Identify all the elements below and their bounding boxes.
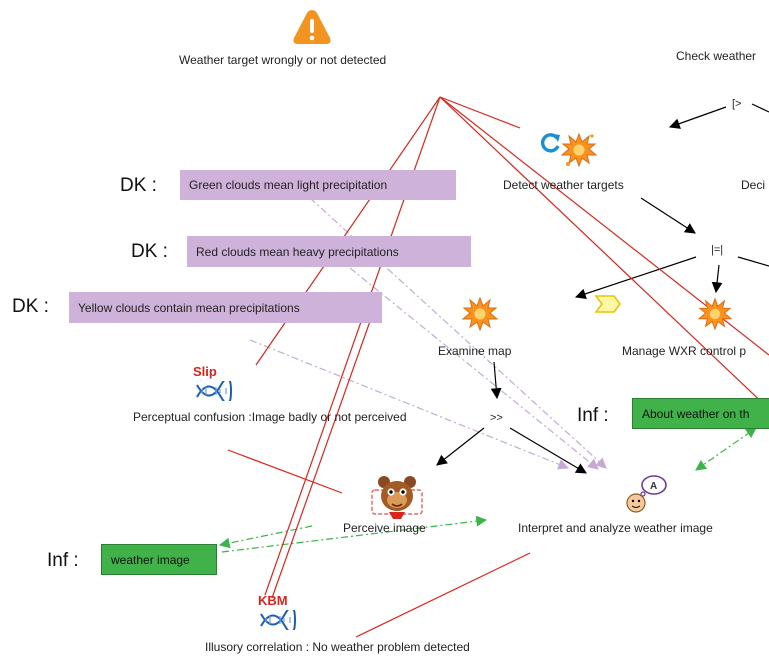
error-link: [227, 449, 343, 494]
dk-green-clouds: Green clouds mean light precipitation: [180, 170, 456, 200]
error-link: [439, 96, 521, 129]
task-examine-map[interactable]: Examine map: [438, 344, 512, 358]
kbm-error-label: Illusory correlation : No weather proble…: [205, 640, 470, 654]
refresh-icon: [541, 133, 560, 153]
warning-icon: [293, 10, 331, 44]
information-link: [221, 515, 488, 553]
error-link: [271, 292, 381, 599]
inf-prefix: Inf :: [47, 550, 79, 571]
task-detect-weather-targets[interactable]: Detect weather targets: [503, 178, 624, 192]
task-interpret-analyze[interactable]: Interpret and analyze weather image: [518, 521, 713, 535]
splat-task-icon: [697, 297, 733, 331]
svg-text:A: A: [650, 481, 657, 492]
flow-link: [711, 264, 723, 294]
cognitive-task-icon: A: [626, 475, 667, 513]
splat-task-icon: [560, 132, 598, 168]
inf-prefix: Inf :: [577, 405, 609, 426]
flow-link: [509, 427, 587, 474]
knowledge-link: [349, 267, 599, 470]
flow-link: [668, 106, 727, 129]
task-decide[interactable]: Deci: [741, 178, 766, 192]
inf-weather-image: weather image: [101, 544, 217, 575]
kbm-tag: KBM: [258, 593, 288, 608]
knowledge-link: [249, 339, 570, 470]
abstract-task-icon: [594, 295, 621, 313]
interleave-operator: |=|: [711, 244, 724, 256]
error-link: [355, 552, 531, 638]
sequence-operator: >>: [490, 412, 503, 424]
enable-operator: [>: [732, 98, 742, 110]
error-link: [255, 96, 441, 366]
flow-link: [574, 256, 697, 300]
information-link: [695, 427, 757, 471]
flow-link: [436, 427, 485, 466]
dk-prefix: DK :: [131, 241, 168, 262]
flow-link: [751, 103, 769, 113]
flow-link: [490, 361, 502, 400]
error-links: [227, 96, 769, 638]
task-check-weather[interactable]: Check weather: [676, 49, 757, 63]
splat-task-icon: [461, 296, 499, 332]
task-perceive-image[interactable]: Perceive image: [343, 521, 426, 535]
flow-links: [436, 103, 769, 474]
dna-icon: [196, 381, 232, 401]
dk-red-clouds: Red clouds mean heavy precipitations: [187, 236, 471, 267]
warning-label: Weather target wrongly or not detected: [179, 53, 387, 67]
task-manage-wxr[interactable]: Manage WXR control p: [622, 344, 747, 358]
dk-prefix: DK :: [12, 296, 49, 317]
information-link: [218, 525, 313, 549]
flow-link: [640, 197, 696, 234]
dna-icon: [260, 610, 296, 630]
slip-tag: Slip: [193, 364, 217, 379]
flow-link: [737, 256, 769, 267]
dk-prefix: DK :: [120, 175, 157, 196]
user-task-icon: [371, 476, 423, 519]
dk-yellow-clouds: Yellow clouds contain mean precipitation…: [69, 292, 382, 323]
inf-about-weather: About weather on th: [632, 398, 769, 429]
error-link: [439, 96, 769, 410]
slip-error-label: Perceptual confusion :Image badly or not…: [133, 410, 407, 424]
